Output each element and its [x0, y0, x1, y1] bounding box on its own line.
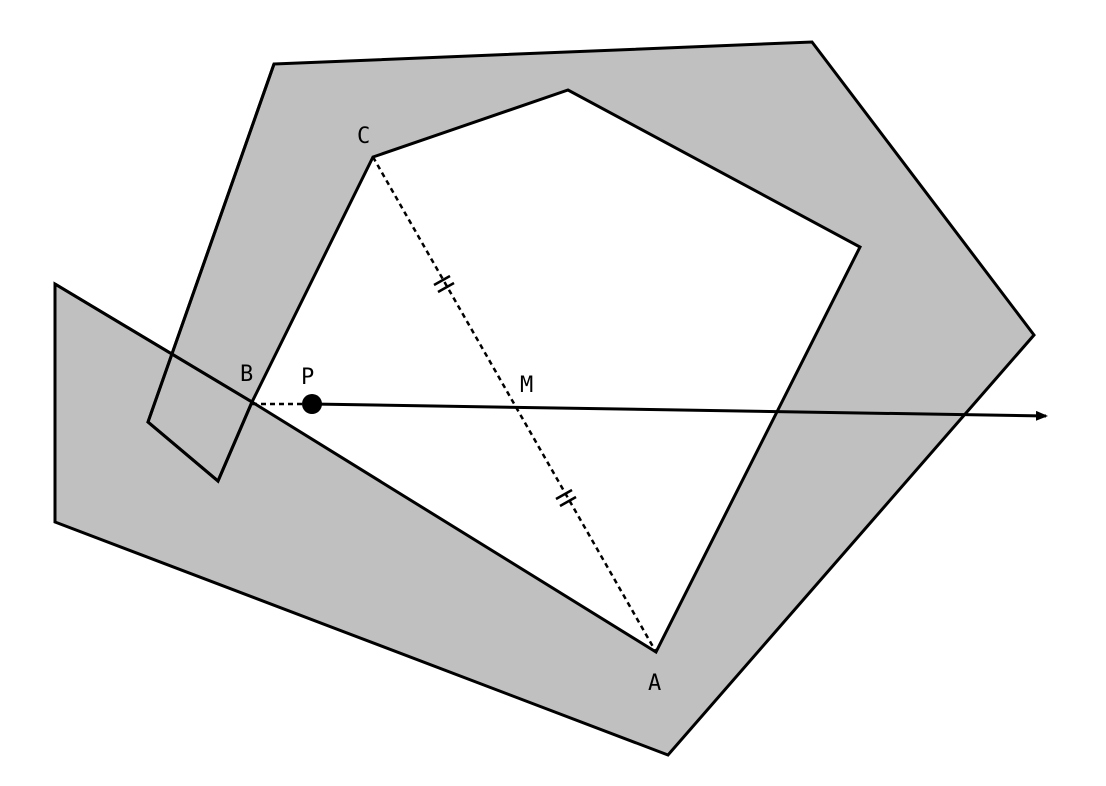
label-p: P: [301, 365, 314, 390]
label-m: M: [520, 373, 533, 398]
tick-mark-upper: [433, 274, 455, 294]
label-b: B: [240, 362, 253, 387]
small-quad-edge: [146, 63, 276, 484]
left-wedge-edge: [54, 282, 253, 404]
label-c: C: [357, 124, 370, 149]
label-a: A: [648, 671, 661, 696]
inner-polygon: [250, 88, 862, 655]
ray-from-p: [311, 402, 1048, 421]
tick-mark-lower: [555, 488, 577, 508]
filled-dot-icon: [302, 394, 322, 414]
